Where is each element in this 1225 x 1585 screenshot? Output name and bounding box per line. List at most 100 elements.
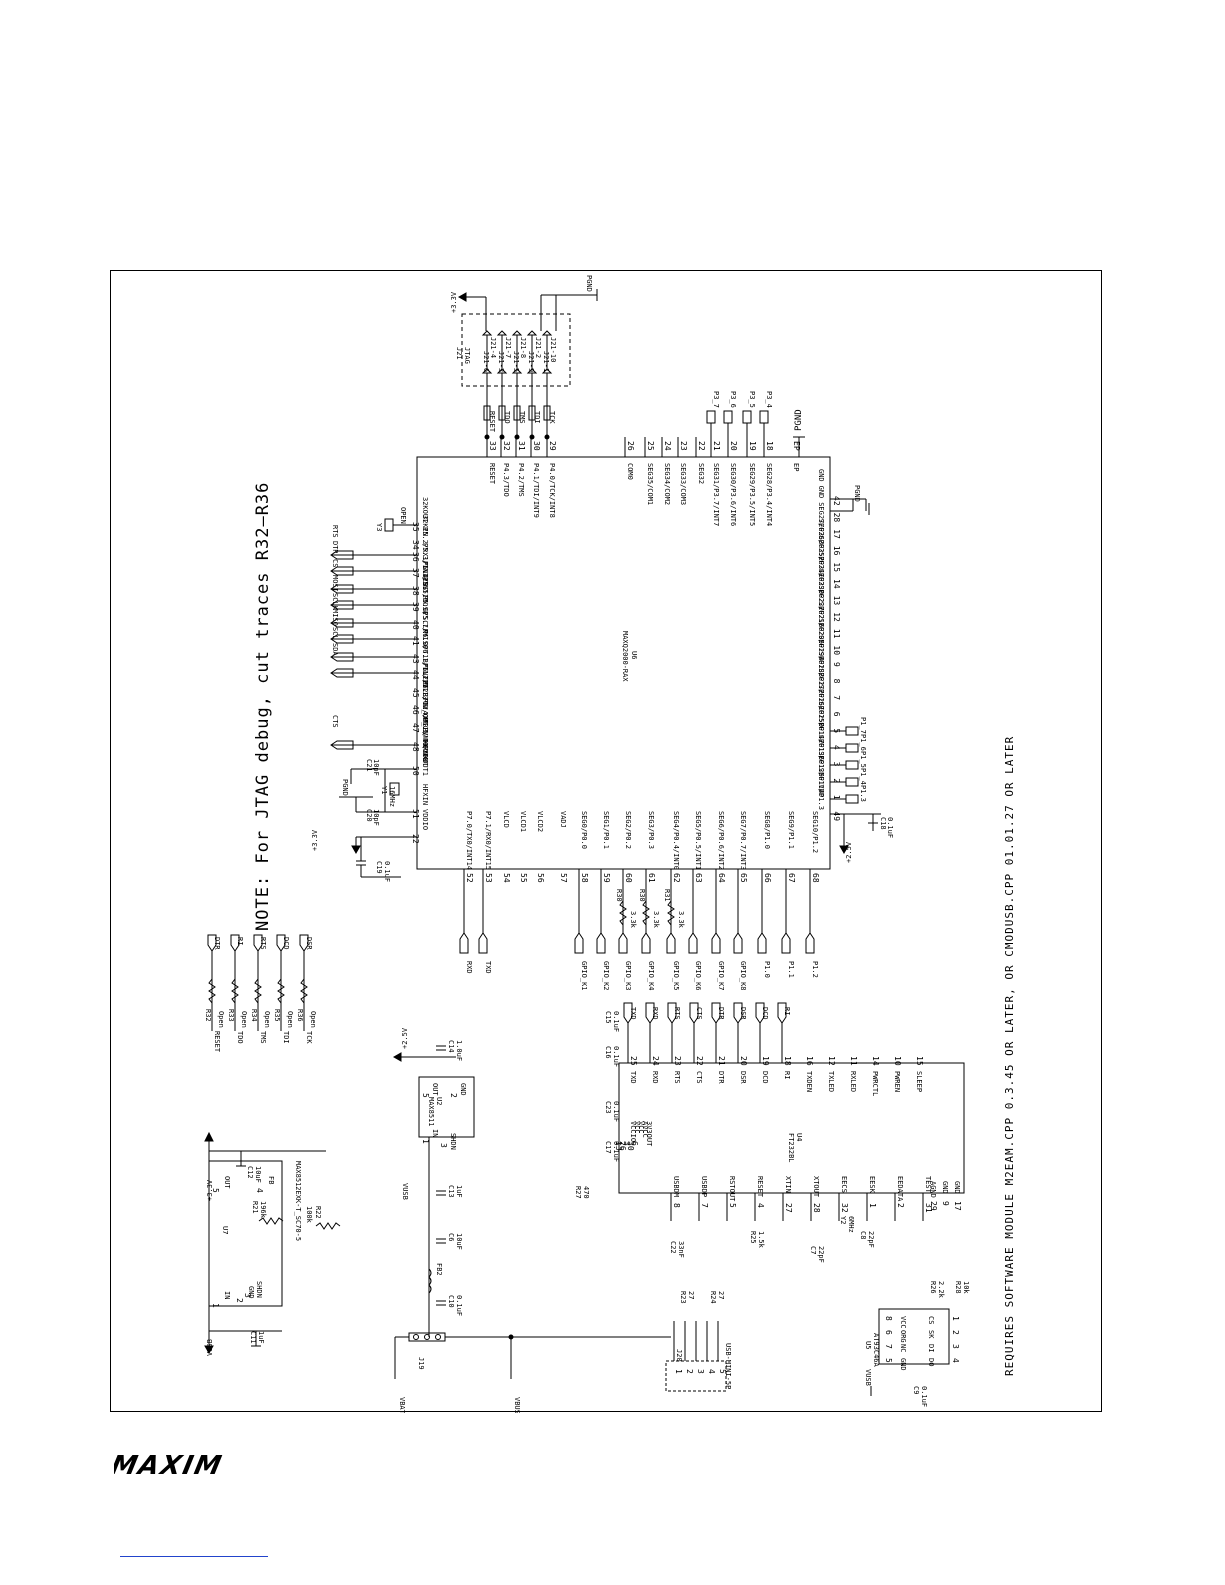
u4-pin-name: RI (783, 1071, 791, 1079)
u6-pin-name: SEG25/P3.1 (817, 535, 825, 577)
j21-net-label: TMS (518, 411, 526, 424)
u4-pin-name: PWREN (893, 1071, 901, 1092)
u6-pin-name: P6.1/T1/INT13 (421, 645, 429, 700)
u6-pin-number: 26 (626, 441, 635, 451)
u5-pin-name: VCC (899, 1316, 907, 1329)
u6-pin-name: P6.0/T1B/INT12 (421, 629, 429, 688)
c9-ref: C9 (912, 1386, 920, 1394)
strap-flag (276, 934, 286, 952)
u4-pin-name: VCCIO (629, 1121, 637, 1142)
u4-pin-name: PWRCTL (871, 1071, 879, 1096)
j21-pin-top (496, 330, 508, 336)
u6-pin-name: SEG5/P0.5/INT1 (694, 811, 702, 870)
u6-top-pins: 33RESET32P4.3/TDO31P4.2/TMS30P4.1/TDI/IN… (486, 437, 801, 526)
u6-net-label: GPIO_K4 (647, 961, 655, 991)
j21-type: JTAG (463, 347, 471, 364)
u6-net-flag (330, 600, 354, 610)
u4-net-label: DSR (739, 1007, 747, 1020)
u4-pin-number: 6 (630, 1141, 639, 1146)
c21-val: 10pF (372, 759, 380, 776)
j21-pins: J21-4J21-6J21-7J21-3J21-8J21-5J21-2J21-9… (481, 330, 557, 374)
strap-flag (299, 934, 309, 952)
j21-net-flag (513, 405, 521, 421)
u4-net-flag (733, 1002, 743, 1024)
u4-pin-number: 28 (812, 1203, 821, 1213)
u6-pin-name: P6.5/T0/WKOUT1 (421, 717, 429, 776)
u4-pin-number: 27 (784, 1203, 793, 1213)
u2-pin-number: 3 (439, 1143, 448, 1148)
j21-net-flag (528, 405, 536, 421)
strap-left-net: TDO (236, 1031, 244, 1044)
j21-pin-label: J21-2 (534, 337, 542, 358)
u6-pin-number: 50 (411, 766, 420, 776)
u6-pin-name: COM0 (626, 463, 634, 480)
u2-part-value: 1.0uF (455, 1040, 463, 1061)
u4-pin-number: 3 (622, 1141, 631, 1146)
strap-ref: R34 (250, 1009, 258, 1022)
u6-net-label: P1_7 (859, 717, 867, 734)
y1-ref: Y1 (380, 786, 388, 794)
u4-pin-number: 13 (614, 1141, 623, 1151)
pullup-resistor (619, 900, 627, 926)
u4-part-ref: C22 (669, 1241, 677, 1254)
strap-right-net: DCD (282, 937, 290, 950)
u6-pin-number: 60 (624, 873, 633, 883)
u4-part-ref: R24 (709, 1291, 717, 1304)
y3-val: OPEN (399, 507, 407, 524)
j19-ref: J19 (417, 1357, 425, 1370)
j21-net-label: TDO (503, 411, 511, 424)
u6-pin-number: 53 (484, 873, 493, 883)
u6-net-label: P1_4 (859, 768, 867, 785)
r21-resistor (258, 1217, 284, 1225)
u6-pin-number: 13 (832, 596, 841, 606)
vbus-label: VBUS (513, 1397, 521, 1413)
u7-body (208, 1160, 283, 1307)
u2-part-ref: FB2 (435, 1263, 443, 1276)
u6-pin-name: P5.5/MOSI (421, 577, 429, 615)
jtag-note: NOTE: For JTAG debug, cut traces R32–R36 (253, 482, 273, 931)
strap-value: Open (286, 1011, 294, 1028)
u6-pin-name: P6.3/T2/OW_IN (421, 680, 429, 735)
u4-pin-number: 19 (761, 1056, 770, 1066)
strap-resistor (208, 978, 216, 1004)
u6-net-flag (845, 726, 859, 736)
u5-pin-name: GND (899, 1358, 907, 1371)
c11-ref: C11 (249, 1331, 257, 1344)
u6-net-flag (574, 932, 584, 954)
u6-pin-number: 7 (832, 695, 841, 700)
u4-net-flag (623, 1002, 633, 1024)
pwr-3v3-vddio: +3.3V (311, 829, 319, 851)
u6-net-flag (330, 584, 354, 594)
u6-pin-number: 45 (411, 688, 420, 698)
u6-pin-number: 33 (488, 441, 497, 451)
u4-pin-name: XTOUT (812, 1176, 820, 1198)
strap-value: Open (263, 1011, 271, 1028)
u4-pin-name: TXLED (827, 1071, 835, 1092)
u6-pin-number: 55 (519, 873, 528, 883)
u6-net-label: SCLK (331, 593, 339, 611)
u6-net-flag (845, 743, 859, 753)
u6-pin-name: P5.3/TX1/INT11 (421, 543, 429, 602)
u7-part: MAX8512EXK-T_SC70-5 (294, 1161, 302, 1241)
u4-pin-number: 22 (695, 1056, 704, 1066)
u6-pin-name: 32KOUT (421, 497, 429, 523)
u4-net-label: TXD (629, 1007, 637, 1020)
u6-net-flag (618, 932, 628, 954)
u6-pin-name: SEG16/P2.0 (817, 685, 825, 727)
u4-pin-name: RESET (756, 1176, 764, 1198)
u4-pin-number: 8 (672, 1203, 681, 1208)
u4-part-ref: Y2 (839, 1216, 847, 1224)
u6-pin-name: P6.2/T2B/OW_OUT (421, 663, 429, 727)
strap-ref: R35 (273, 1009, 281, 1022)
u6-pin-number: 24 (663, 441, 672, 451)
u4-pin-name: VCC (637, 1121, 645, 1134)
u4-pin-name: TXD (629, 1071, 637, 1084)
u2-body (418, 1076, 475, 1138)
u4-part-ref: R26 (929, 1281, 937, 1294)
u4-net-flag (667, 1002, 677, 1024)
u2-pin-name: SHDN (449, 1133, 457, 1150)
u6-pin-name: SEG14/P1.6 (817, 718, 825, 760)
